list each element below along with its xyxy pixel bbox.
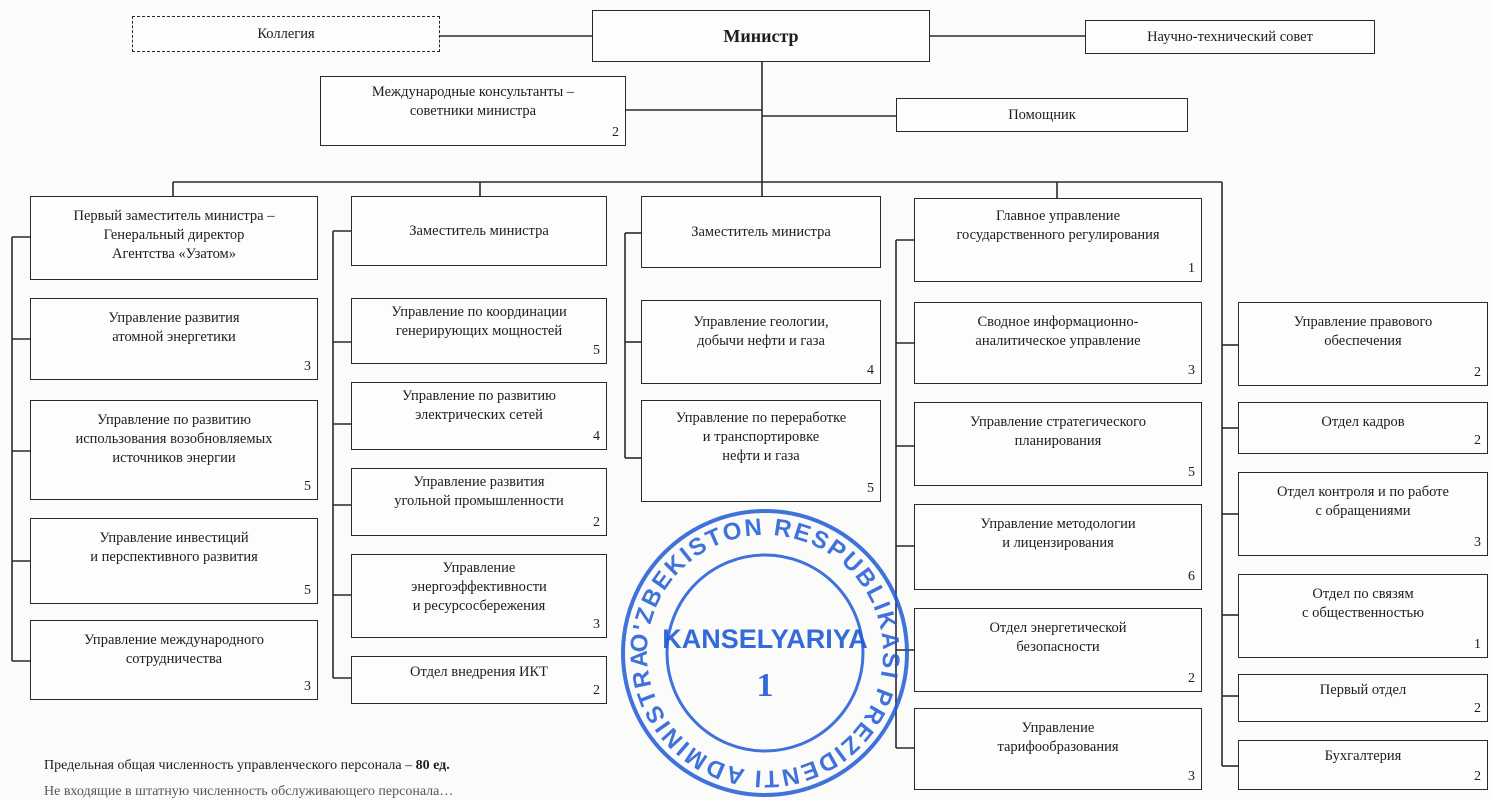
c2-item-label: Управление энергоэффективности и ресурсо… xyxy=(411,560,547,614)
c1-item-count: 5 xyxy=(304,479,311,494)
c2-item-count: 2 xyxy=(593,683,600,698)
c1-item-count: 3 xyxy=(304,679,311,694)
c2-item-count: 5 xyxy=(593,343,600,358)
council-label: Научно-технический совет xyxy=(1147,28,1313,45)
c1-item-box: Управление международного сотрудничества… xyxy=(30,620,318,700)
deputy-minister-1-label: Заместитель министра xyxy=(409,222,549,239)
c4-item-label: Управление методологии и лицензирования xyxy=(980,516,1136,551)
c5-item-box: Управление правового обеспечения 2 xyxy=(1238,302,1488,386)
staff-limit-prefix: Предельная общая численность управленчес… xyxy=(44,758,416,773)
c5-item-box: Отдел кадров 2 xyxy=(1238,402,1488,454)
minister-label: Министр xyxy=(723,25,799,46)
c4-item-box: Управление стратегического планирования … xyxy=(914,402,1202,486)
c5-item-label: Управление правового обеспечения xyxy=(1293,314,1433,349)
c2-item-count: 4 xyxy=(593,429,600,444)
deputy-minister-2-box: Заместитель министра xyxy=(641,196,881,268)
c5-item-label: Отдел кадров xyxy=(1321,414,1405,430)
c2-item-box: Управление энергоэффективности и ресурсо… xyxy=(351,554,607,638)
c4-item-box: Сводное информационно- аналитическое упр… xyxy=(914,302,1202,384)
c2-item-box: Управление развития угольной промышленно… xyxy=(351,468,607,536)
first-deputy-box: Первый заместитель министра – Генеральны… xyxy=(30,196,318,280)
c5-item-label: Отдел по связям с общественностью xyxy=(1302,586,1424,621)
c4-item-box: Отдел энергетической безопасности 2 xyxy=(914,608,1202,692)
c1-item-label: Управление международного сотрудничества xyxy=(83,632,265,667)
collegium-label: Коллегия xyxy=(257,25,315,42)
state-regulation-box: Главное управление государственного регу… xyxy=(914,198,1202,282)
c5-item-box: Первый отдел 2 xyxy=(1238,674,1488,722)
c5-item-label: Отдел контроля и по работе с обращениями xyxy=(1277,484,1449,519)
seal-stamp: O'ZBEKISTON RESPUBLIKASI PREZIDENTI ADMI… xyxy=(620,508,909,797)
c5-item-count: 2 xyxy=(1474,365,1481,380)
c4-item-label: Отдел энергетической безопасности xyxy=(989,620,1127,655)
c5-item-label: Первый отдел xyxy=(1319,682,1407,698)
c2-item-box: Управление по координации генерирующих м… xyxy=(351,298,607,364)
c2-item-count: 2 xyxy=(593,515,600,530)
c2-item-box: Отдел внедрения ИКТ 2 xyxy=(351,656,607,704)
c2-item-label: Отдел внедрения ИКТ xyxy=(409,664,549,680)
c5-item-label: Бухгалтерия xyxy=(1324,748,1402,764)
first-deputy-label: Первый заместитель министра – Генеральны… xyxy=(73,208,275,262)
c1-item-box: Управление по развитию использования воз… xyxy=(30,400,318,500)
c1-item-box: Управление развития атомной энергетики 3 xyxy=(30,298,318,380)
c4-item-label: Управление тарифообразования xyxy=(997,720,1119,755)
c1-item-count: 3 xyxy=(304,359,311,374)
consultants-box: Международные консультанты – советники м… xyxy=(320,76,626,146)
c2-item-label: Управление по координации генерирующих м… xyxy=(391,304,567,339)
c5-item-count: 2 xyxy=(1474,769,1481,784)
c3-item-count: 5 xyxy=(867,481,874,496)
c2-item-box: Управление по развитию электрических сет… xyxy=(351,382,607,450)
council-box: Научно-технический совет xyxy=(1085,20,1375,54)
c4-item-count: 3 xyxy=(1188,769,1195,784)
deputy-minister-1-box: Заместитель министра xyxy=(351,196,607,266)
c4-item-box: Управление методологии и лицензирования … xyxy=(914,504,1202,590)
c5-item-count: 2 xyxy=(1474,701,1481,716)
c3-item-label: Управление геологии, добычи нефти и газа xyxy=(693,314,829,349)
c3-item-count: 4 xyxy=(867,363,874,378)
c5-item-count: 1 xyxy=(1474,637,1481,652)
staff-limit-note: Предельная общая численность управленчес… xyxy=(44,758,450,774)
c2-item-count: 3 xyxy=(593,617,600,632)
c1-item-label: Управление по развитию использования воз… xyxy=(75,412,273,466)
c4-item-count: 5 xyxy=(1188,465,1195,480)
c5-item-count: 3 xyxy=(1474,535,1481,550)
stamp-inner-ring xyxy=(665,553,865,753)
staff-limit-value: 80 ед. xyxy=(415,758,450,773)
c1-item-box: Управление инвестиций и перспективного р… xyxy=(30,518,318,604)
footnote-second-line: Не входящие в штатную численность обслуж… xyxy=(44,784,453,800)
deputy-minister-2-label: Заместитель министра xyxy=(691,223,831,240)
assistant-box: Помощник xyxy=(896,98,1188,132)
c2-item-label: Управление по развитию электрических сет… xyxy=(402,388,556,423)
c4-item-count: 2 xyxy=(1188,671,1195,686)
stamp-number: 1 xyxy=(757,667,774,704)
c4-item-label: Управление стратегического планирования xyxy=(969,414,1146,449)
c5-item-box: Бухгалтерия 2 xyxy=(1238,740,1488,790)
minister-box: Министр xyxy=(592,10,930,62)
c3-item-label: Управление по переработке и транспортиро… xyxy=(675,410,847,464)
consultants-label: Международные консультанты – советники м… xyxy=(371,84,575,119)
c3-item-box: Управление геологии, добычи нефти и газа… xyxy=(641,300,881,384)
c2-item-label: Управление развития угольной промышленно… xyxy=(394,474,564,509)
assistant-label: Помощник xyxy=(1008,106,1076,123)
c4-item-label: Сводное информационно- аналитическое упр… xyxy=(975,314,1141,349)
c3-item-box: Управление по переработке и транспортиро… xyxy=(641,400,881,502)
c4-item-box: Управление тарифообразования 3 xyxy=(914,708,1202,790)
state-regulation-count: 1 xyxy=(1188,261,1195,276)
consultants-count: 2 xyxy=(612,125,619,140)
c5-item-count: 2 xyxy=(1474,433,1481,448)
c1-item-count: 5 xyxy=(304,583,311,598)
stamp-center-text: KANSELYARIYA xyxy=(662,624,868,654)
c5-item-box: Отдел по связям с общественностью 1 xyxy=(1238,574,1488,658)
state-regulation-label: Главное управление государственного регу… xyxy=(956,208,1160,243)
collegium-box: Коллегия xyxy=(132,16,440,52)
c1-item-label: Управление развития атомной энергетики xyxy=(108,310,240,345)
c5-item-box: Отдел контроля и по работе с обращениями… xyxy=(1238,472,1488,556)
c4-item-count: 3 xyxy=(1188,363,1195,378)
c1-item-label: Управление инвестиций и перспективного р… xyxy=(90,530,258,565)
c4-item-count: 6 xyxy=(1188,569,1195,584)
